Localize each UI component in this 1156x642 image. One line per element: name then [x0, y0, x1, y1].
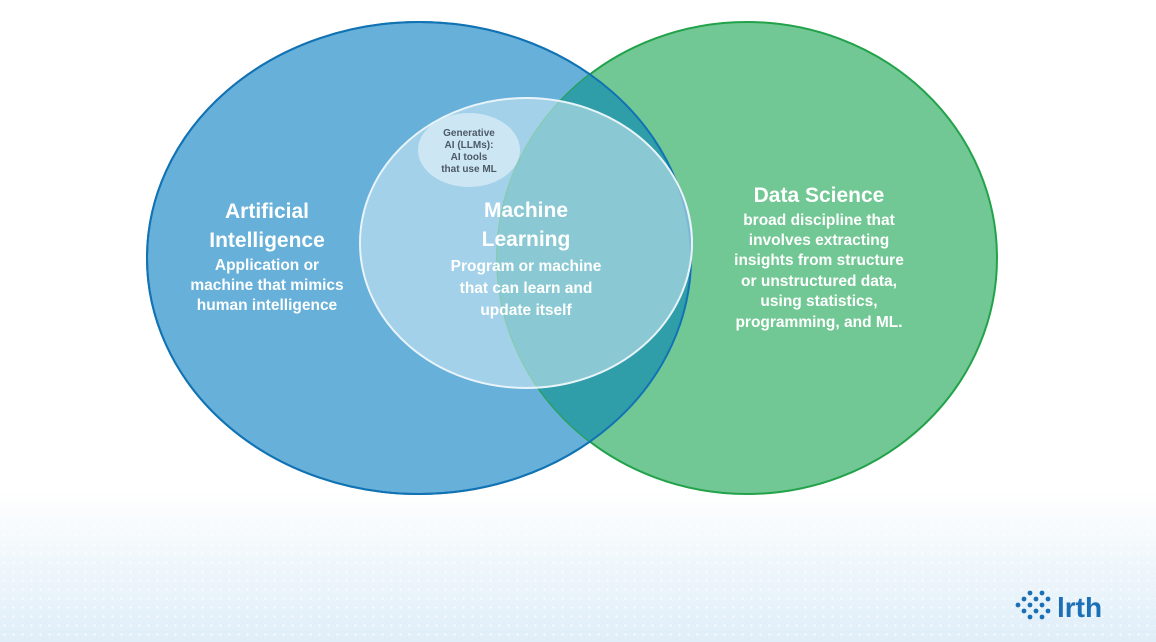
generative-ai-circle — [418, 113, 520, 187]
logo-text: lrth — [1057, 592, 1102, 623]
ml-desc-line1: Program or machine — [451, 258, 602, 275]
bottom-dot-pattern — [0, 520, 1156, 642]
ml-desc-line2: that can learn and — [460, 280, 593, 297]
ai-desc-line2: machine that mimics — [190, 277, 343, 294]
ai-desc-line1: Application or — [215, 257, 319, 274]
ds-desc-line4: or unstructured data, — [741, 273, 897, 290]
ai-desc-line3: human intelligence — [197, 297, 338, 314]
ds-title: Data Science — [754, 184, 885, 207]
genai-line2: AI (LLMs): — [445, 140, 494, 151]
ai-title-line1: Artificial — [225, 200, 309, 223]
ds-desc-line1: broad discipline that — [743, 212, 895, 229]
ds-desc-line5: using statistics, — [760, 293, 877, 310]
genai-line3: AI tools — [451, 152, 488, 163]
ds-desc-line2: involves extracting — [749, 232, 889, 249]
ml-title-line1: Machine — [484, 199, 568, 222]
ml-title-line2: Learning — [482, 228, 571, 251]
ds-desc-line6: programming, and ML. — [735, 314, 902, 331]
logo-mark-icon — [1015, 590, 1051, 620]
genai-line4: that use ML — [441, 164, 497, 175]
irth-logo: lrth — [1015, 590, 1102, 623]
genai-line1: Generative — [443, 128, 495, 139]
ai-title-line2: Intelligence — [209, 229, 325, 252]
ds-desc-line3: insights from structure — [734, 252, 904, 269]
ml-desc-line3: update itself — [480, 302, 572, 319]
